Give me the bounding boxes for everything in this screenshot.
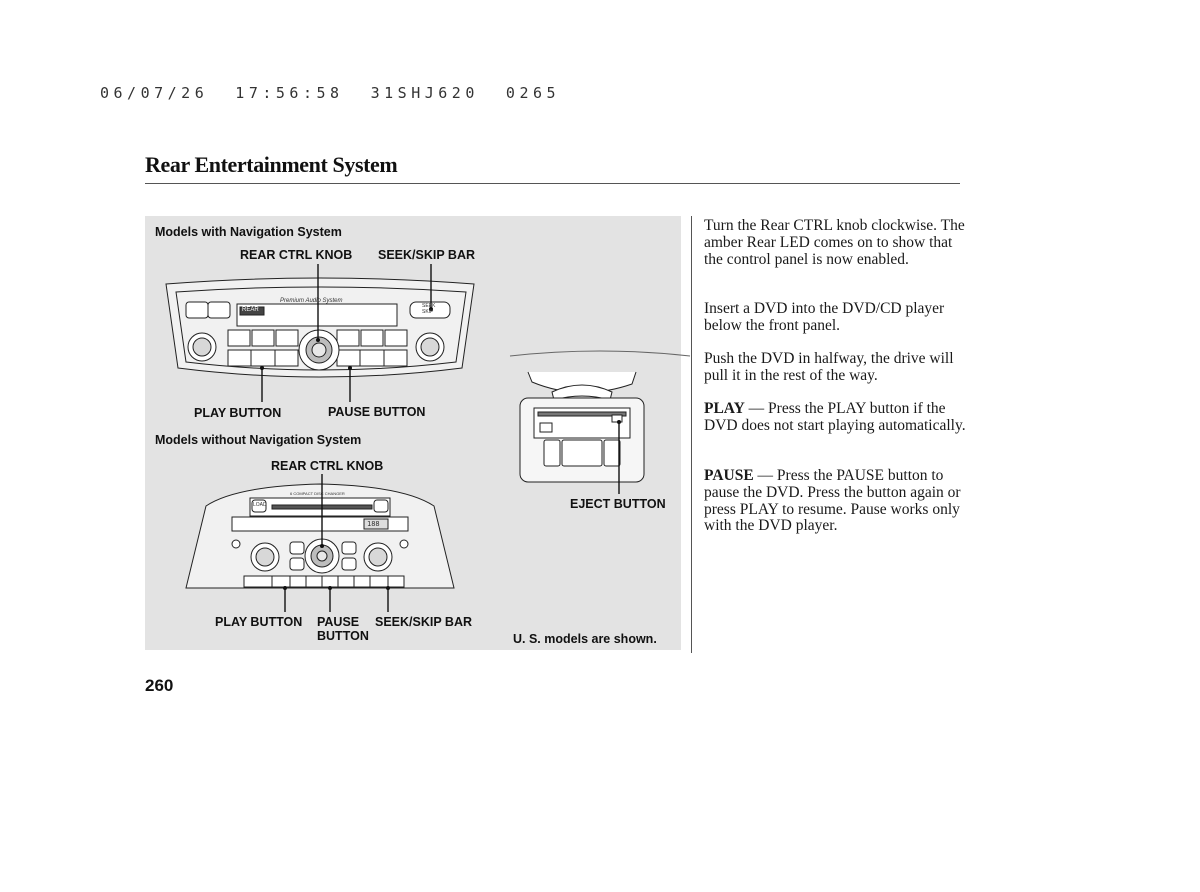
rear-indicator: REAR: [242, 307, 259, 313]
paragraph-turn-knob: Turn the Rear CTRL knob clockwise. The a…: [704, 217, 965, 268]
play-description: Press the PLAY button if the DVD does no…: [704, 400, 966, 434]
label-play-button-nonav: PLAY BUTTON: [215, 615, 303, 629]
page-number: 260: [145, 676, 174, 695]
label-play-button-nav: PLAY BUTTON: [194, 406, 282, 420]
em-dash: —: [753, 467, 777, 484]
label-pause-nonav-line2: BUTTON: [317, 629, 369, 643]
section-title: Rear Entertainment System: [145, 152, 398, 177]
label-seek-skip-bar-nav: SEEK/SKIP BAR: [378, 248, 476, 262]
em-dash: —: [744, 400, 769, 417]
title-rule: [145, 183, 960, 184]
seek-text: SEEK: [422, 303, 436, 309]
load-button[interactable]: LOAD: [253, 502, 267, 508]
column-divider: [691, 216, 692, 653]
skip-text: SKIP: [422, 309, 434, 315]
label-rear-ctrl-knob-nav: REAR CTRL KNOB: [240, 248, 353, 262]
pause-description: Press the PAUSE button to pause the DVD.…: [704, 467, 961, 535]
nav-heading: Models with Navigation System: [155, 225, 342, 239]
term-pause: PAUSE: [704, 467, 754, 484]
term-play: PLAY: [704, 400, 745, 417]
changer-text: 6 COMPACT DISC CHANGER: [290, 491, 345, 496]
label-eject-button: EJECT BUTTON: [570, 497, 666, 511]
paragraph-play: PLAY — Press the PLAY button if the DVD …: [704, 400, 969, 435]
print-stamp: 06/07/26 17:56:58 31SHJ620 0265: [100, 84, 561, 102]
paragraph-pause: PAUSE — Press the PAUSE button to pause …: [704, 467, 969, 535]
label-pause-button-nav: PAUSE BUTTON: [328, 405, 426, 419]
paragraph-insert-dvd: Insert a DVD into the DVD/CD player belo…: [704, 300, 945, 334]
paragraph-push-dvd: Push the DVD in halfway, the drive will …: [704, 350, 954, 384]
label-seek-skip-bar-nonav: SEEK/SKIP BAR: [375, 615, 473, 629]
figure-footnote: U. S. models are shown.: [513, 632, 657, 646]
display-readout: 188: [367, 520, 380, 528]
premium-audio-text: Premium Audio System: [280, 298, 343, 304]
nonav-heading: Models without Navigation System: [155, 433, 362, 447]
label-rear-ctrl-knob-nonav: REAR CTRL KNOB: [271, 459, 384, 473]
label-pause-nonav-line1: PAUSE: [317, 615, 360, 629]
